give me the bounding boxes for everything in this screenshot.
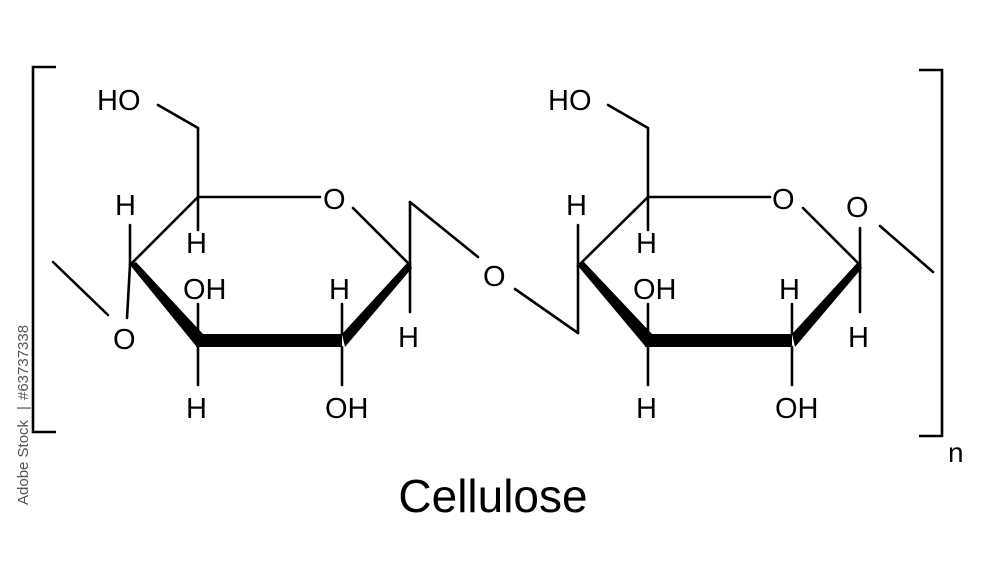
ring2-c3-hydroxyl-label: OH	[633, 274, 677, 306]
stock-watermark: Adobe Stock | #63737338	[15, 325, 32, 505]
ring2-link-oxygen-label: O	[846, 192, 869, 224]
ring1-c3-hydroxyl-label: OH	[183, 274, 227, 306]
ring1-c3-lower-hydrogen-label: H	[186, 393, 207, 425]
right-bracket	[919, 68, 944, 438]
ring2-c2-hydroxyl-label: OH	[775, 393, 819, 425]
wedge-ring1-c2-c1	[342, 262, 412, 347]
repeat-subscript-n: n	[948, 437, 964, 468]
ring1-c2-hydrogen-label: H	[329, 274, 350, 306]
bond-ring2-c4-c5	[576, 195, 650, 268]
wedge-ring1-c3-c2	[196, 334, 342, 347]
stock-id-text: #63737338	[15, 325, 32, 400]
ring1-ring-oxygen-label: O	[323, 184, 346, 216]
glucose-ring-2: HO O O H H OH H H H OH	[548, 85, 935, 425]
bond-ring1-o-c1	[351, 206, 412, 267]
bond-ring1-c6-oh	[156, 103, 200, 130]
bond-ring1-c4-c5	[128, 195, 200, 267]
ring2-c4-hydrogen-label: H	[566, 190, 587, 222]
left-bracket	[31, 65, 56, 434]
glucose-ring-1: HO O H H O OH H H H OH	[51, 85, 480, 425]
bond-ring2-o-c1	[801, 206, 862, 267]
glycosidic-oxygen-label: O	[483, 261, 506, 293]
bond-ring2-c6-oh	[606, 103, 650, 130]
ring1-c1-hydrogen-label: H	[398, 322, 419, 354]
ring2-c1-hydrogen-label: H	[848, 322, 869, 354]
ring1-c2-hydroxyl-label: OH	[325, 393, 369, 425]
bond-glycosidic-1	[408, 200, 480, 259]
wedge-ring2-c2-c1	[792, 262, 862, 347]
wedge-ring2-c3-c2	[645, 334, 792, 347]
stock-brand-text: Adobe Stock	[15, 419, 32, 505]
ring2-c3-lower-hydrogen-label: H	[636, 393, 657, 425]
bond-ring1-c4-o	[125, 263, 132, 320]
diagram-caption: Cellulose	[398, 470, 587, 522]
stock-separator: |	[15, 406, 32, 410]
ring2-c2-hydrogen-label: H	[779, 274, 800, 306]
ring1-c5-hydrogen-label: H	[186, 228, 207, 260]
ring1-c4-hydrogen-label: H	[115, 190, 136, 222]
bond-ring1-ext-left	[51, 260, 110, 317]
wedge-ring2-c4-c3	[578, 262, 652, 346]
ring2-c6-hydroxyl-label: HO	[548, 85, 592, 117]
bond-ring2-ext-right	[878, 224, 935, 274]
ring1-c6-hydroxyl-label: HO	[97, 85, 141, 117]
wedge-ring1-c4-c3	[130, 262, 203, 346]
ring2-ring-oxygen-label: O	[772, 184, 795, 216]
ring2-c5-hydrogen-label: H	[636, 228, 657, 260]
ring1-link-oxygen-label: O	[113, 324, 136, 356]
bond-glycosidic-2	[513, 287, 580, 335]
